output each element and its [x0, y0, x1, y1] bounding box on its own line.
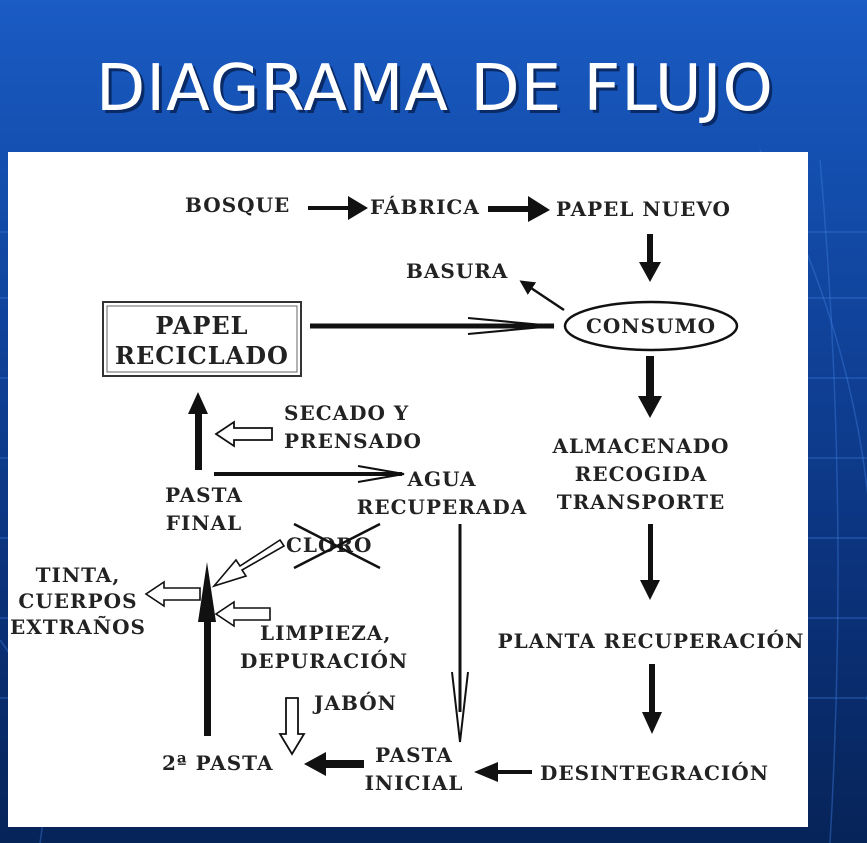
arrow-consumo-basura	[519, 280, 565, 312]
arrow-jabon-segunda	[278, 697, 306, 756]
node-pasta-final-line2: FINAL	[166, 511, 242, 535]
node-pasta-final-line1: PASTA	[165, 483, 243, 507]
node-papel-reciclado-line1: PAPEL	[155, 311, 248, 340]
node-limpieza-line2: DEPURACIÓN	[240, 648, 408, 673]
arrow-pasta-final-reciclado	[188, 392, 208, 470]
node-segunda-pasta: 2ª PASTA	[162, 751, 273, 775]
node-cloro: CLORO	[286, 533, 372, 557]
node-desintegracion: DESINTEGRACIÓN	[540, 760, 769, 785]
flow-diagram: BOSQUE FÁBRICA PAPEL NUEVO BASURA CONSUM…	[8, 152, 808, 827]
arrow-transporte-planta	[640, 524, 660, 600]
node-secado-line2: PRENSADO	[284, 429, 422, 453]
node-pasta-inicial-line1: PASTA	[375, 743, 453, 767]
node-almacenado: ALMACENADO	[552, 434, 730, 458]
node-tinta-line2: CUERPOS	[18, 589, 137, 613]
node-papel-nuevo: PAPEL NUEVO	[556, 197, 731, 221]
node-bosque: BOSQUE	[185, 193, 290, 217]
node-consumo-shape	[563, 300, 739, 352]
node-jabon: JABÓN	[312, 690, 397, 715]
node-tinta-line1: TINTA,	[36, 563, 121, 587]
arrow-agua-pasta-inicial-head	[451, 671, 469, 743]
node-agua-line2: RECUPERADA	[357, 495, 528, 519]
arrow-bosque-fabrica	[308, 196, 368, 220]
node-limpieza-line1: LIMPIEZA,	[260, 621, 391, 645]
arrow-papel-consumo	[639, 234, 661, 282]
arrow-secado-pasta	[214, 420, 273, 448]
node-basura: BASURA	[406, 259, 508, 283]
arrow-segunda-pasta-final	[198, 562, 216, 736]
node-consumo: CONSUMO	[586, 314, 716, 338]
node-recogida: RECOGIDA	[575, 462, 708, 486]
arrow-desintegracion-pasta-inicial	[474, 762, 532, 782]
arrow-pasta-tinta	[144, 580, 201, 608]
node-tinta-line3: EXTRAÑOS	[10, 615, 146, 639]
node-planta: PLANTA RECUPERACIÓN	[498, 628, 805, 653]
node-secado-line1: SECADO Y	[284, 401, 409, 425]
diagram-canvas: BOSQUE FÁBRICA PAPEL NUEVO BASURA CONSUM…	[10, 193, 805, 795]
node-pasta-inicial-line2: INICIAL	[365, 771, 464, 795]
slide-title: DIAGRAMA DE FLUJO	[96, 52, 774, 126]
arrow-pasta-inicial-segunda	[304, 752, 364, 776]
arrow-consumo-almacenado	[638, 356, 662, 418]
node-papel-reciclado-inner	[106, 305, 298, 373]
node-fabrica: FÁBRICA	[370, 195, 480, 219]
cloro-cross-line-2	[293, 522, 381, 570]
arrow-reciclado-consumo-head	[467, 317, 555, 335]
node-papel-reciclado-line2: RECICLADO	[115, 341, 289, 370]
arrow-cloro-pasta	[211, 538, 286, 588]
arrow-pasta-final-agua-head	[357, 465, 405, 483]
arrow-fabrica-papel	[488, 196, 550, 222]
node-transporte: TRANSPORTE	[557, 490, 726, 514]
node-papel-reciclado-box	[102, 301, 302, 377]
arrow-planta-desintegracion	[642, 664, 662, 734]
node-agua-line1: AGUA	[407, 467, 477, 491]
arrow-limpieza-pasta	[214, 600, 271, 628]
